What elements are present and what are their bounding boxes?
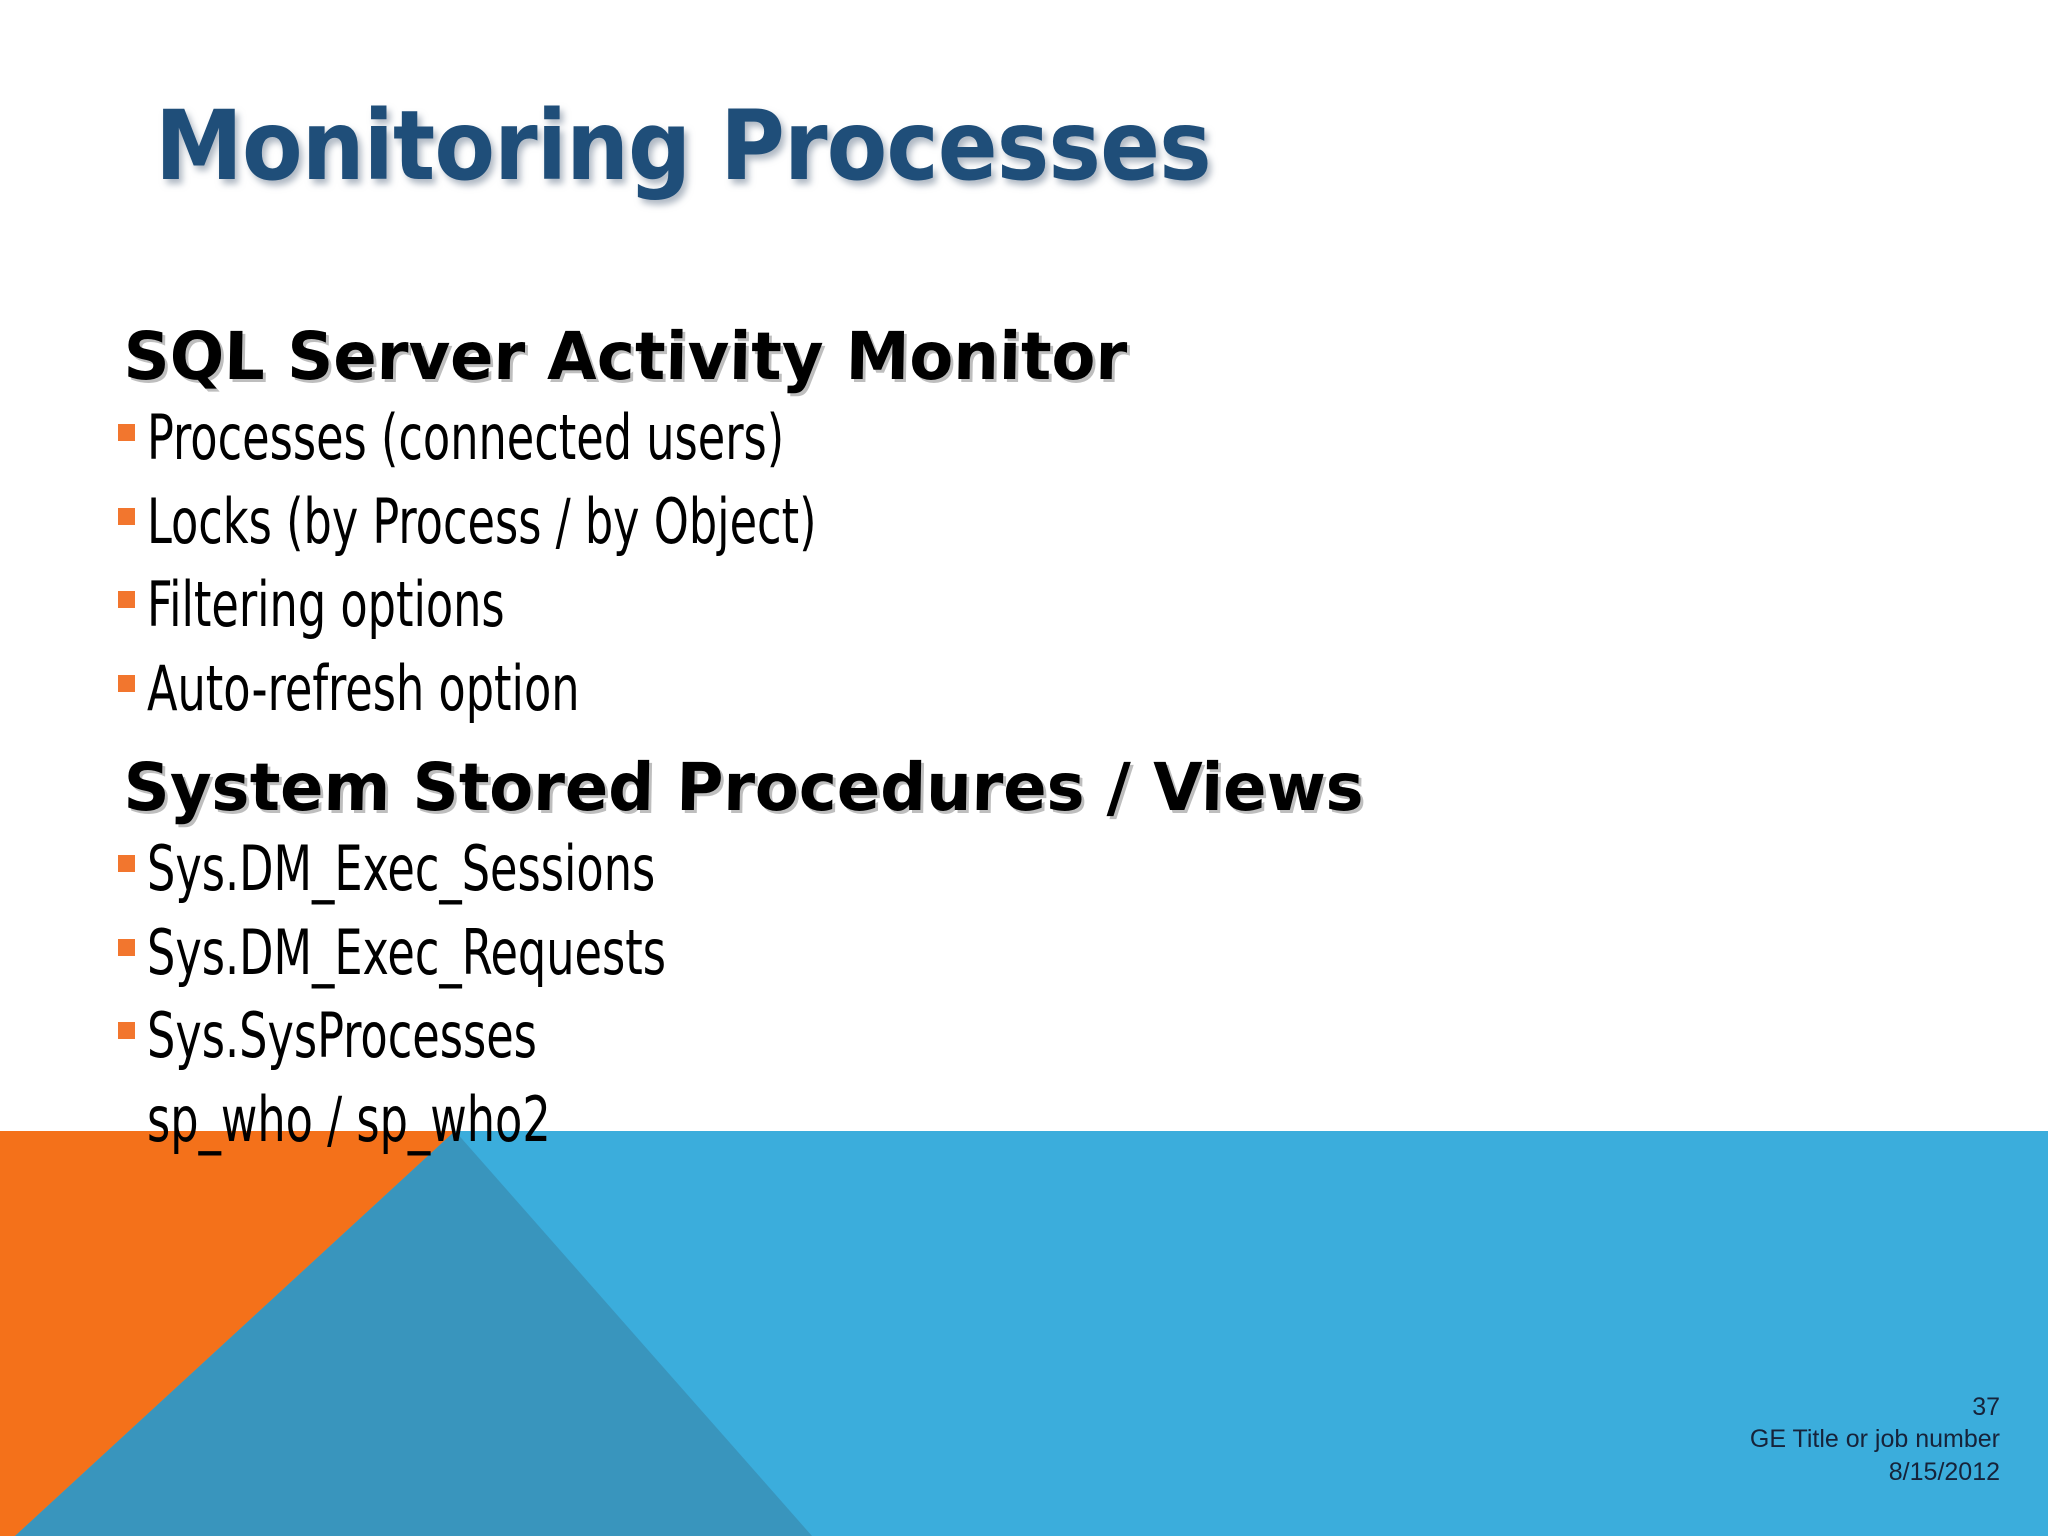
slide-footer: 37 GE Title or job number 8/15/2012	[1750, 1391, 2000, 1489]
list-item-label: Locks (by Process / by Object)	[147, 484, 817, 558]
orange-square-bullet-icon	[118, 591, 135, 609]
slide-body: SQL Server Activity Monitor Processes (c…	[118, 318, 1818, 1161]
list-item: Auto-refresh option	[118, 649, 1818, 730]
page-title: Monitoring Processes	[155, 90, 1212, 202]
list-item-label: Sys.SysProcesses	[147, 999, 537, 1073]
content-group-sql-server-activity-monitor: SQL Server Activity Monitor Processes (c…	[118, 318, 1818, 729]
list-item: Locks (by Process / by Object)	[118, 482, 1818, 563]
band-shapes	[0, 1131, 2048, 1536]
orange-square-bullet-icon	[118, 855, 135, 873]
list-item-label: Auto-refresh option	[147, 651, 580, 725]
list-item-unbulleted: sp_who / sp_who2	[147, 1080, 1818, 1161]
band-orange-region	[0, 1131, 455, 1536]
footer-date: 8/15/2012	[1888, 1457, 2000, 1486]
list-item: Sys.SysProcesses	[118, 996, 1818, 1077]
orange-square-bullet-icon	[118, 938, 135, 956]
band-teal-triangle	[15, 1131, 812, 1536]
group-heading: SQL Server Activity Monitor	[122, 318, 1128, 395]
bullet-list: Processes (connected users) Locks (by Pr…	[118, 398, 1818, 729]
list-item-label: Filtering options	[147, 568, 505, 642]
orange-square-bullet-icon	[118, 674, 135, 692]
list-item-label: sp_who / sp_who2	[147, 1082, 551, 1156]
decorative-bottom-band	[0, 1131, 2048, 1536]
orange-square-bullet-icon	[118, 1022, 135, 1040]
list-item: Processes (connected users)	[118, 398, 1818, 479]
footer-job-number: GE Title or job number	[1749, 1425, 2000, 1453]
page-number: 37	[1972, 1392, 2000, 1421]
list-item-label: Processes (connected users)	[147, 400, 785, 474]
orange-square-bullet-icon	[118, 507, 135, 525]
list-item: Sys.DM_Exec_Sessions	[118, 829, 1818, 910]
list-item-label: Sys.DM_Exec_Sessions	[147, 832, 656, 906]
bullet-list: Sys.DM_Exec_Sessions Sys.DM_Exec_Request…	[118, 829, 1818, 1160]
list-item-label: Sys.DM_Exec_Requests	[147, 915, 667, 989]
group-heading: System Stored Procedures / Views	[122, 749, 1365, 827]
content-group-system-stored-procedures-views: System Stored Procedures / Views Sys.DM_…	[118, 749, 1818, 1160]
orange-square-bullet-icon	[118, 423, 135, 441]
list-item: Filtering options	[118, 565, 1818, 646]
list-item: Sys.DM_Exec_Requests	[118, 913, 1818, 994]
